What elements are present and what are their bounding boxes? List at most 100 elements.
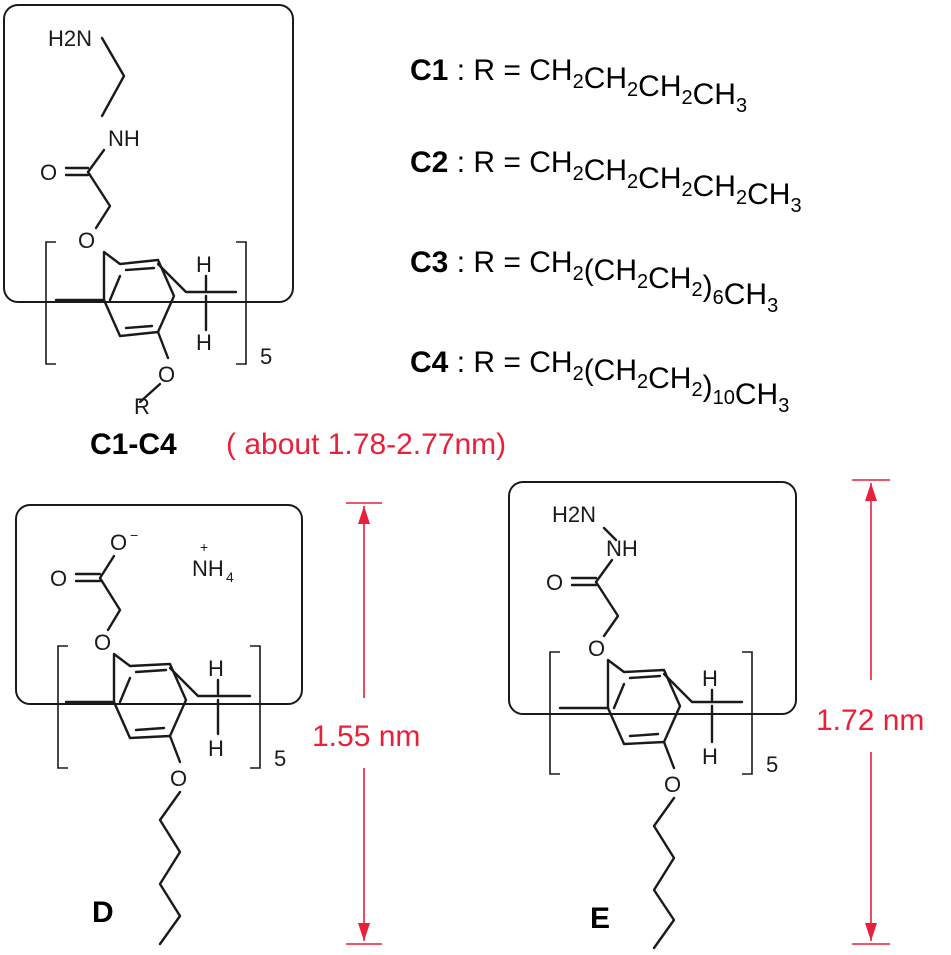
d-pentyl-chain	[158, 790, 182, 946]
c-carbonyl-o-label: O	[40, 160, 57, 185]
formula-group: CH	[584, 62, 627, 95]
d-backbone-right	[168, 666, 252, 698]
compound-d-name: D	[92, 896, 114, 929]
c-h-bottom-label: H	[196, 330, 212, 355]
formula-label: C4	[410, 346, 449, 379]
e-h-bottom-label: H	[702, 744, 718, 769]
d-ether-o-top-label: O	[94, 630, 111, 655]
e-hydrazine-bond	[602, 526, 618, 542]
formula-subscript: 10	[713, 387, 735, 409]
e-carbonyl-bond	[570, 576, 598, 587]
formula-group: CH	[693, 170, 736, 203]
formula-subscript: 2	[573, 163, 584, 185]
compound-c-box	[3, 4, 294, 303]
formula-subscript: 2	[627, 171, 638, 193]
e-benzene-ring	[606, 658, 682, 746]
formula-separator: : R =	[448, 146, 529, 179]
e-arrowhead-down	[865, 923, 877, 941]
d-arrowhead-up	[358, 506, 370, 524]
formula-subscript: 3	[767, 295, 778, 317]
formula-subscript: 3	[778, 395, 789, 417]
compound-e-box	[508, 481, 797, 715]
d-ammonium-sub: 4	[226, 569, 234, 585]
formula-group: (CH	[584, 354, 637, 387]
formula-subscript: 2	[573, 363, 584, 385]
c-h-top-label: H	[196, 252, 212, 277]
formula-subscript: 2	[736, 187, 747, 209]
formula-subscript: 2	[573, 71, 584, 93]
c-ch2-bond	[86, 170, 112, 230]
formula-c4: C4 : R = CH2(CH2CH2)10CH3	[410, 346, 789, 417]
d-charge-plus: +	[200, 539, 208, 555]
formula-label: C3	[410, 246, 448, 279]
compound-d-box	[15, 504, 303, 705]
e-carbonyl-o-label: O	[546, 570, 563, 595]
c-repeat-number: 5	[260, 344, 272, 369]
formula-group: CH	[638, 162, 681, 195]
d-benzene-inner	[118, 668, 168, 732]
d-carboxylate-bond	[98, 554, 116, 580]
formula-group: CH	[747, 178, 790, 211]
formula-group: CH	[529, 146, 572, 179]
d-ammonium-label: NH	[192, 556, 224, 581]
formula-label: C1	[410, 54, 448, 87]
c-amide-bond	[86, 148, 106, 174]
formula-group: )	[703, 370, 713, 403]
formula-subscript: 2	[682, 87, 693, 109]
formula-group: CH	[638, 70, 681, 103]
compound-e-dimension: 1.72 nm	[816, 479, 924, 945]
c-benzene-inner	[108, 266, 156, 330]
d-charge-minus: −	[130, 527, 138, 543]
formula-label: C2	[410, 146, 448, 179]
formula-separator: : R =	[448, 54, 529, 87]
d-left-bracket	[57, 645, 68, 769]
d-carbonyl-o-label: O	[50, 566, 67, 591]
c-ether-bottom-bond	[156, 330, 170, 360]
d-benzene-ring	[112, 652, 188, 740]
formula-subscript: 3	[790, 195, 801, 217]
e-right-bracket	[742, 651, 753, 775]
compound-d-structure: O − O NH 4 + O H H O 5	[15, 504, 303, 946]
formula-c3: C3 : R = CH2(CH2CH2)6CH3	[410, 246, 778, 317]
e-ether-bottom-bond	[662, 740, 676, 770]
formula-c1: C1 : R = CH2CH2CH2CH3	[410, 54, 747, 117]
formula-subscript: 2	[637, 371, 648, 393]
d-h-top-label: H	[208, 656, 224, 681]
formula-subscript: 2	[691, 379, 702, 401]
d-arrowhead-down	[358, 923, 370, 941]
compound-d-dimension: 1.55 nm	[312, 502, 420, 945]
formula-subscript: 2	[682, 179, 693, 201]
formula-subscript: 6	[713, 287, 724, 309]
formula-group: (CH	[584, 254, 637, 287]
compound-d-size: 1.55 nm	[312, 720, 420, 753]
formula-group: CH	[648, 362, 691, 395]
formula-group: CH	[648, 262, 691, 295]
c-r-bond	[138, 382, 162, 404]
e-ether-o-top-label: O	[588, 636, 605, 661]
c-sidechain-bond	[100, 36, 126, 118]
e-pentyl-chain	[652, 796, 676, 950]
formula-group: CH	[529, 346, 572, 379]
d-carbonyl-bond	[74, 572, 102, 583]
formula-group: CH	[724, 278, 767, 311]
c-left-bracket	[45, 241, 56, 365]
d-anion-o-label: O	[110, 530, 127, 555]
d-right-bracket	[250, 645, 261, 769]
compound-e-name: E	[590, 902, 610, 935]
formula-group: )	[703, 270, 713, 303]
formula-group: CH	[584, 154, 627, 187]
formula-subscript: 2	[627, 79, 638, 101]
e-repeat-number: 5	[766, 752, 778, 777]
d-ch2-bond	[98, 576, 122, 632]
d-h-bottom-label: H	[208, 736, 224, 761]
c-ether-o-top-label: O	[78, 228, 95, 253]
c-r-label: R	[134, 394, 150, 419]
compound-c-size-note: ( about 1.78-2.77nm)	[226, 428, 506, 461]
e-nh-label: NH	[606, 536, 638, 561]
c-backbone-right	[156, 262, 238, 294]
formula-group: CH	[693, 78, 736, 111]
e-amine-label: H2N	[552, 502, 596, 527]
compound-e-size: 1.72 nm	[816, 704, 924, 737]
formula-group: CH	[735, 378, 778, 411]
